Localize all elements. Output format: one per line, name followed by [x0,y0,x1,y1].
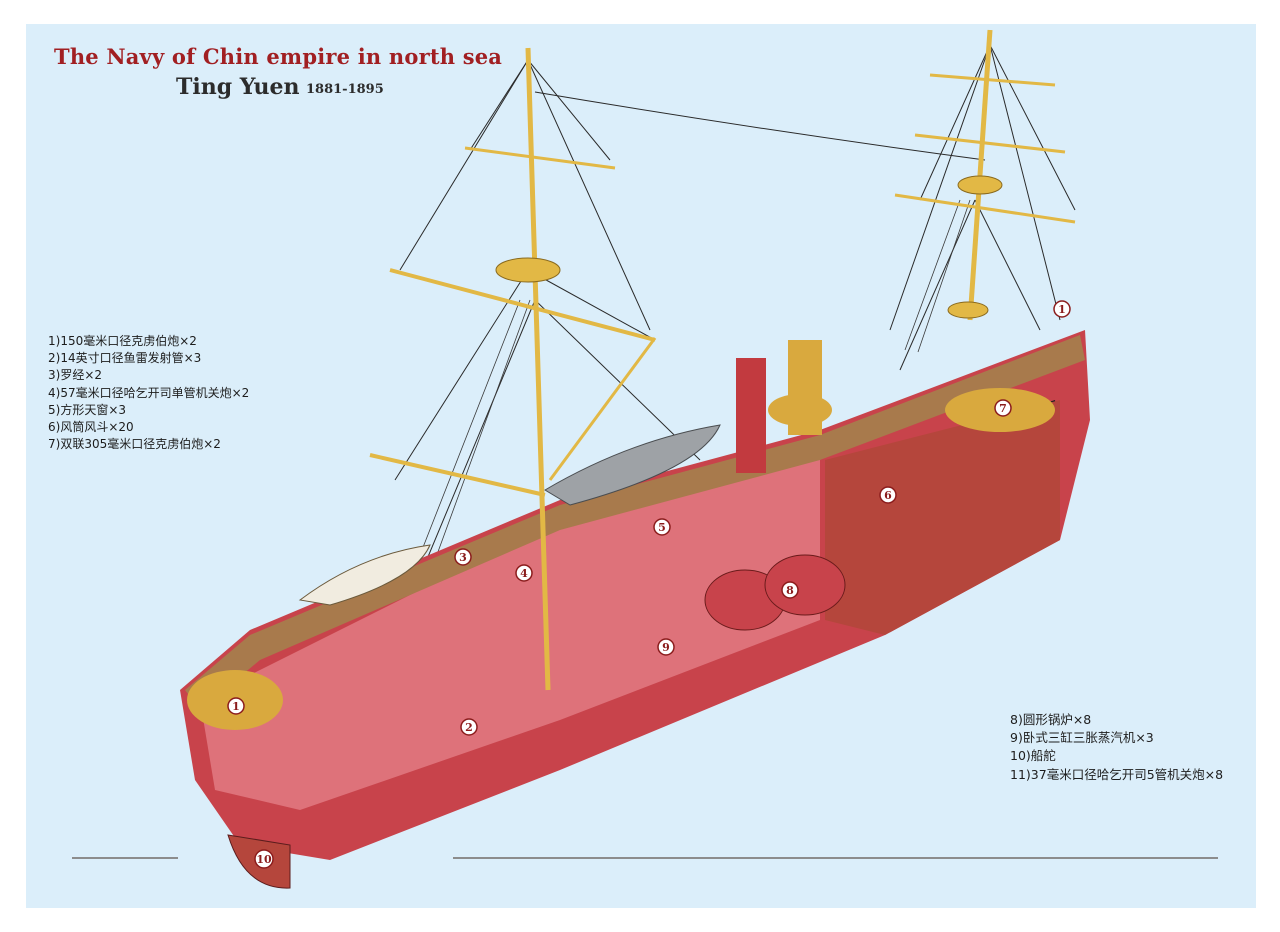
masts [369,29,1076,691]
svg-text:4: 4 [520,567,528,580]
svg-text:2: 2 [465,721,473,734]
callout-marker: 7 [994,399,1012,417]
callout-marker: 3 [454,548,472,566]
stern-hull [825,400,1060,635]
upper-deck [185,335,1085,710]
bottom-rule-left [72,857,178,859]
legend-item: 4)57毫米口径哈乞开司单管机关炮×2 [48,385,250,400]
legend-item: 8)圆形锅炉×8 [1010,712,1092,727]
legend-item: 10)船舵 [1010,748,1056,764]
poster-title: The Navy of Chin empire in north sea [54,44,503,69]
legend-item: 11)37毫米口径哈乞开司5管机关炮×8 [1010,766,1224,782]
legend-item: 6)风筒风斗×20 [48,420,134,435]
fighting-tops [495,175,1003,319]
legend-left: 1)150毫米口径克虏伯炮×2 2)14英寸口径鱼雷发射管×3 3)罗经×2 4… [48,333,249,453]
callout-marker: 4 [515,564,533,582]
svg-text:5: 5 [658,521,666,534]
hull-cutaway [200,450,820,810]
svg-text:10: 10 [256,853,272,866]
hull [180,330,1090,889]
callout-marker: 10 [254,849,274,869]
callout-marker: 2 [460,718,478,736]
svg-text:6: 6 [884,489,892,502]
svg-text:3: 3 [459,551,467,564]
callout-marker: 1 [1053,300,1071,318]
svg-text:7: 7 [999,402,1007,415]
svg-text:9: 9 [662,641,670,654]
callout-markers: 1 2 3 4 5 6 7 8 9 10 1 [227,300,1071,869]
boilers [704,554,846,631]
callout-marker: 1 [227,697,245,715]
callout-marker: 5 [653,518,671,536]
legend-item: 2)14英寸口径鱼雷发射管×3 [48,351,202,366]
svg-text:1: 1 [232,700,240,713]
legend-item: 5)方形天窗×3 [48,402,127,417]
callout-marker: 8 [781,581,799,599]
callout-marker: 6 [879,486,897,504]
callout-marker: 9 [657,638,675,656]
rigging [394,44,1076,601]
boats [298,424,721,606]
legend-item: 7)双联305毫米口径克虏伯炮×2 [48,437,221,452]
service-years: 1881-1895 [306,82,384,97]
shrouds [419,199,971,561]
legend-item: 1)150毫米口径克虏伯炮×2 [48,334,197,348]
ship-name: Ting Yuen [176,74,300,100]
legend-right: 8)圆形锅炉×8 9)卧式三缸三胀蒸汽机×3 10)船舵 11)37毫米口径哈乞… [1010,711,1223,784]
bottom-rule-right [453,857,1218,859]
svg-text:8: 8 [786,584,794,597]
legend-item: 3)罗经×2 [48,368,103,383]
legend-item: 9)卧式三缸三胀蒸汽机×3 [1010,730,1154,746]
svg-text:1: 1 [1058,303,1066,316]
